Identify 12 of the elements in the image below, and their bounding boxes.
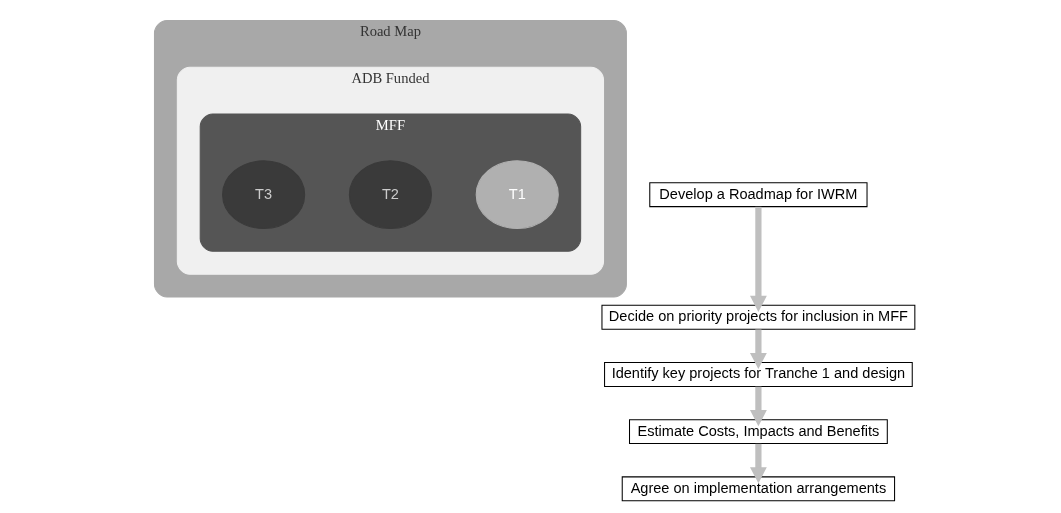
- arrow: [749, 443, 767, 484]
- node-box: Identify key projects for Tranche 1 and design: [604, 362, 913, 387]
- arrow: [749, 206, 767, 312]
- node-box: Agree on implementation arrangements: [621, 476, 896, 502]
- node-ellipse: T2: [348, 160, 432, 229]
- arrow: [749, 386, 767, 427]
- node-box: Decide on priority projects for inclusion in MFF: [601, 304, 916, 330]
- node-ellipse: T3: [222, 160, 306, 229]
- node-ellipse: T1: [475, 160, 559, 229]
- arrow: [749, 329, 767, 370]
- node-box: Estimate Costs, Impacts and Benefits: [629, 419, 888, 445]
- node-box: Develop a Roadmap for IWRM: [649, 182, 868, 208]
